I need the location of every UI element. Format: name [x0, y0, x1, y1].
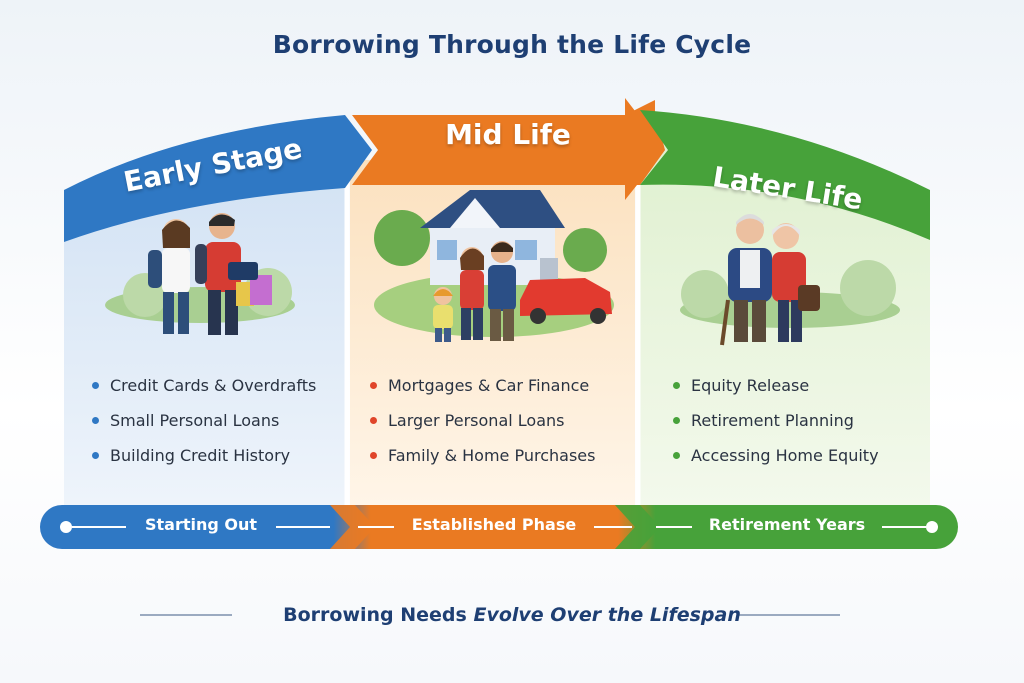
bullet-dot-icon	[370, 417, 377, 424]
bullet-dot-icon	[92, 417, 99, 424]
list-item: Equity Release	[673, 368, 879, 403]
list-item: Small Personal Loans	[92, 403, 316, 438]
list-item: Mortgages & Car Finance	[370, 368, 595, 403]
page-title: Borrowing Through the Life Cycle	[272, 30, 752, 59]
mid-life-title: Mid Life	[0, 118, 1024, 151]
list-item: Retirement Planning	[673, 403, 879, 438]
timeline-bar	[40, 505, 958, 549]
senior-couple-icon	[680, 214, 900, 346]
bullet-dot-icon	[92, 382, 99, 389]
later-life-list: Equity Release Retirement Planning Acces…	[673, 368, 879, 473]
list-item: Building Credit History	[92, 438, 316, 473]
bullet-dot-icon	[370, 452, 377, 459]
footer-emphasis: Evolve Over the Lifespan	[473, 604, 741, 626]
list-item: Larger Personal Loans	[370, 403, 595, 438]
mid-life-arrow-tip	[625, 98, 665, 200]
early-stage-list: Credit Cards & Overdrafts Small Personal…	[92, 368, 316, 473]
later-life-banner	[640, 110, 930, 240]
list-item: Family & Home Purchases	[370, 438, 595, 473]
timeline-end-dot	[926, 521, 938, 533]
phase-label-established: Established Phase	[411, 515, 577, 534]
timeline-start-dot	[60, 521, 72, 533]
bullet-dot-icon	[370, 382, 377, 389]
early-stage-banner	[64, 115, 372, 242]
bullet-dot-icon	[673, 417, 680, 424]
young-couple-shopping-icon	[105, 213, 295, 335]
list-item: Credit Cards & Overdrafts	[92, 368, 316, 403]
phase-label-retirement: Retirement Years	[708, 515, 866, 534]
mid-life-banner	[352, 100, 665, 185]
bullet-dot-icon	[92, 452, 99, 459]
mid-life-list: Mortgages & Car Finance Larger Personal …	[370, 368, 595, 473]
mid-life-title-text: Mid Life	[445, 118, 571, 151]
phase-label-starting-out: Starting Out	[144, 515, 258, 534]
footer-tagline: Borrowing Needs Evolve Over the Lifespan	[0, 604, 1024, 626]
list-item: Accessing Home Equity	[673, 438, 879, 473]
family-house-car-icon	[374, 190, 614, 342]
bullet-dot-icon	[673, 452, 680, 459]
footer-lead: Borrowing Needs	[283, 604, 467, 626]
bullet-dot-icon	[673, 382, 680, 389]
